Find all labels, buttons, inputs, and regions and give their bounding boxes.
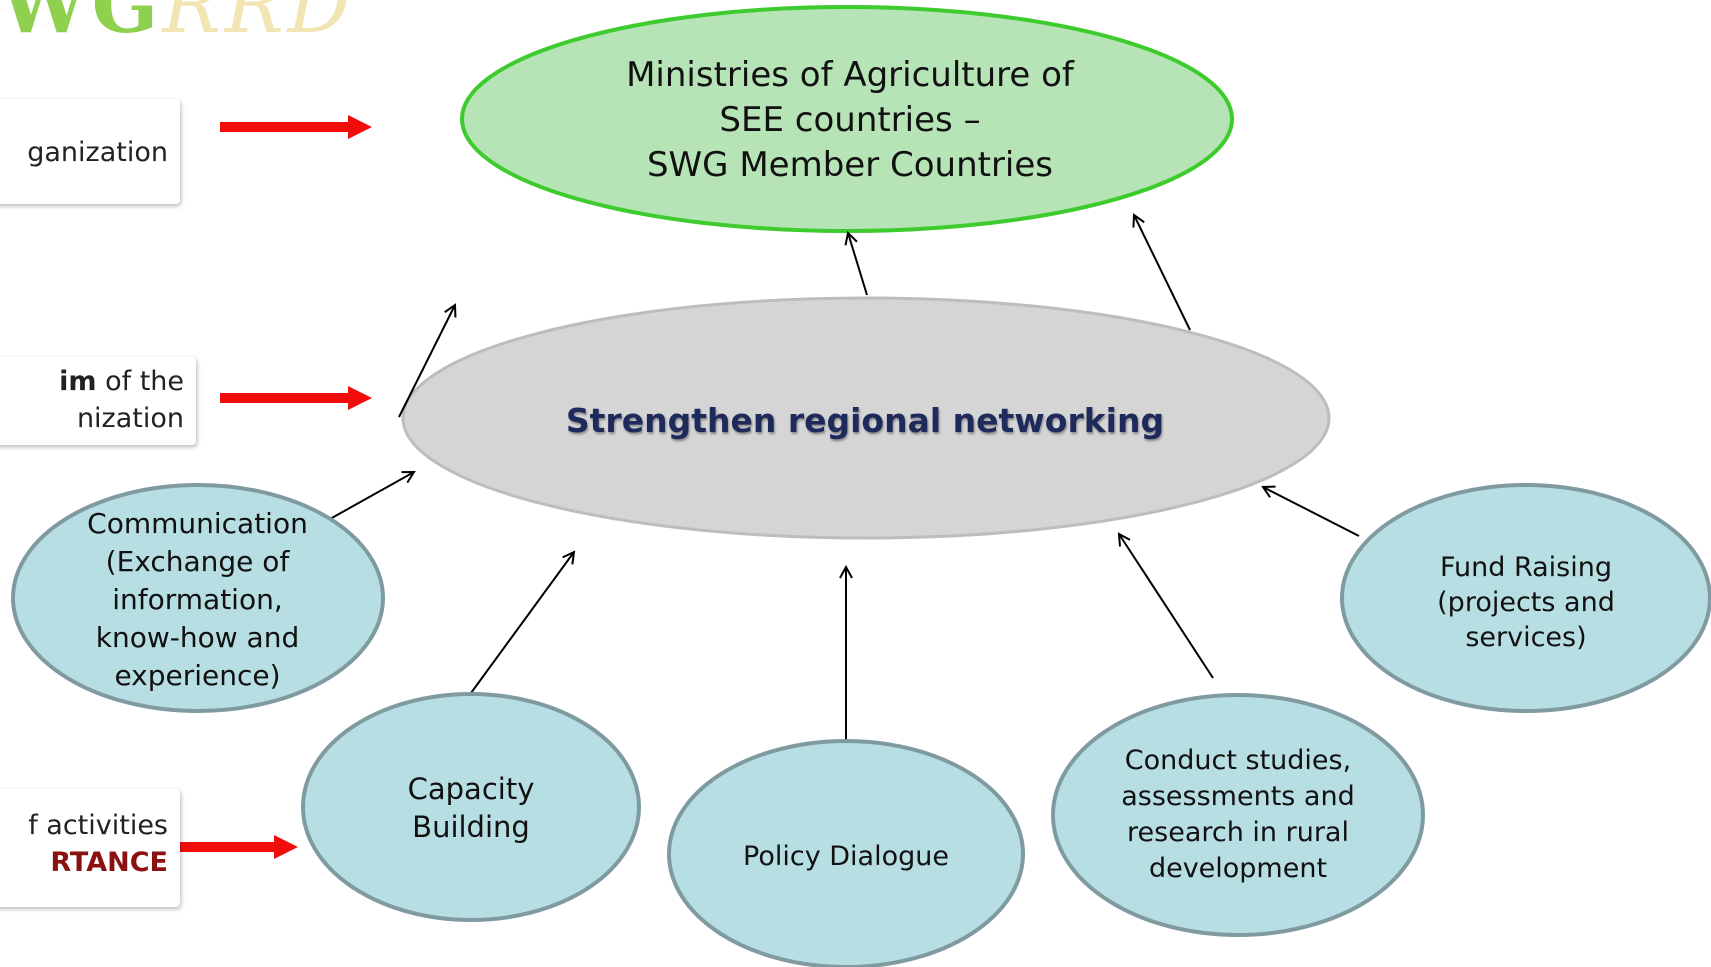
policy-node-shape: [667, 739, 1025, 967]
capacity-node-shape: [301, 692, 641, 922]
capacity-line-1: Capacity: [407, 772, 535, 806]
fund-node-label: Fund Raising (projects and services): [1366, 548, 1686, 656]
communication-line-3: information,: [112, 583, 283, 616]
side-box-2-bold: im: [59, 366, 97, 397]
top-node-line-1: Ministries of Agriculture of: [626, 54, 1074, 95]
side-box-3-line-1: f activities: [28, 810, 168, 841]
side-box-aim: im of the nization: [0, 357, 196, 445]
fund-line-3: services): [1465, 621, 1587, 653]
side-box-organization: ganization: [0, 99, 180, 204]
communication-node-shape: [11, 483, 385, 713]
arrow-communication: [329, 472, 414, 520]
side-box-2-line-1: im of the: [0, 363, 184, 400]
policy-line-1: Policy Dialogue: [743, 840, 949, 872]
arrow-center-to-top-mid: [848, 233, 868, 296]
top-node-line-3: SWG Member Countries: [646, 144, 1054, 185]
arrow-center-to-top-right: [1134, 215, 1191, 331]
communication-line-2: (Exchange of: [105, 545, 290, 578]
swg-logo: WGRRD: [0, 0, 355, 51]
fund-node-shape: [1340, 483, 1711, 713]
arrow-studies: [1119, 534, 1214, 679]
top-node-shape: [460, 5, 1234, 233]
communication-node-label: Communication (Exchange of information, …: [40, 505, 355, 695]
side-box-3-line-2: RTANCE: [50, 847, 168, 878]
policy-node-label: Policy Dialogue: [686, 834, 1006, 878]
studies-line-1: Conduct studies,: [1124, 745, 1352, 776]
side-box-2-line-2: nization: [76, 403, 184, 434]
red-arrow-3: [142, 835, 298, 859]
communication-line-5: experience): [114, 659, 281, 692]
capacity-line-2: Building: [412, 810, 530, 844]
center-node-text: Strengthen regional networking: [565, 400, 1165, 440]
studies-node-label: Conduct studies, assessments and researc…: [1078, 743, 1398, 887]
side-box-1-line-1: ganization: [27, 137, 168, 168]
arrow-left-up: [398, 305, 455, 418]
communication-line-1: Communication: [87, 507, 308, 540]
top-node-label: Ministries of Agriculture of SEE countri…: [500, 50, 1200, 190]
arrow-capacity: [470, 552, 574, 694]
communication-line-4: know-how and: [95, 621, 300, 654]
studies-node-shape: [1051, 693, 1425, 937]
studies-line-3: research in rural: [1127, 817, 1349, 848]
red-arrow-2: [220, 386, 372, 410]
fund-line-1: Fund Raising: [1439, 551, 1613, 583]
arrow-fund: [1263, 487, 1360, 537]
capacity-node-label: Capacity Building: [331, 768, 611, 848]
studies-line-4: development: [1148, 853, 1328, 884]
red-arrow-1: [220, 115, 372, 139]
top-node-line-2: SEE countries –: [719, 99, 981, 140]
side-box-activities: f activities RTANCE: [0, 789, 180, 907]
side-box-2-rest: of the: [96, 366, 184, 397]
studies-line-2: assessments and: [1121, 781, 1355, 812]
fund-line-2: (projects and: [1437, 586, 1615, 618]
center-node-shape: [401, 296, 1331, 540]
center-node-label: Strengthen regional networking: [500, 395, 1230, 445]
